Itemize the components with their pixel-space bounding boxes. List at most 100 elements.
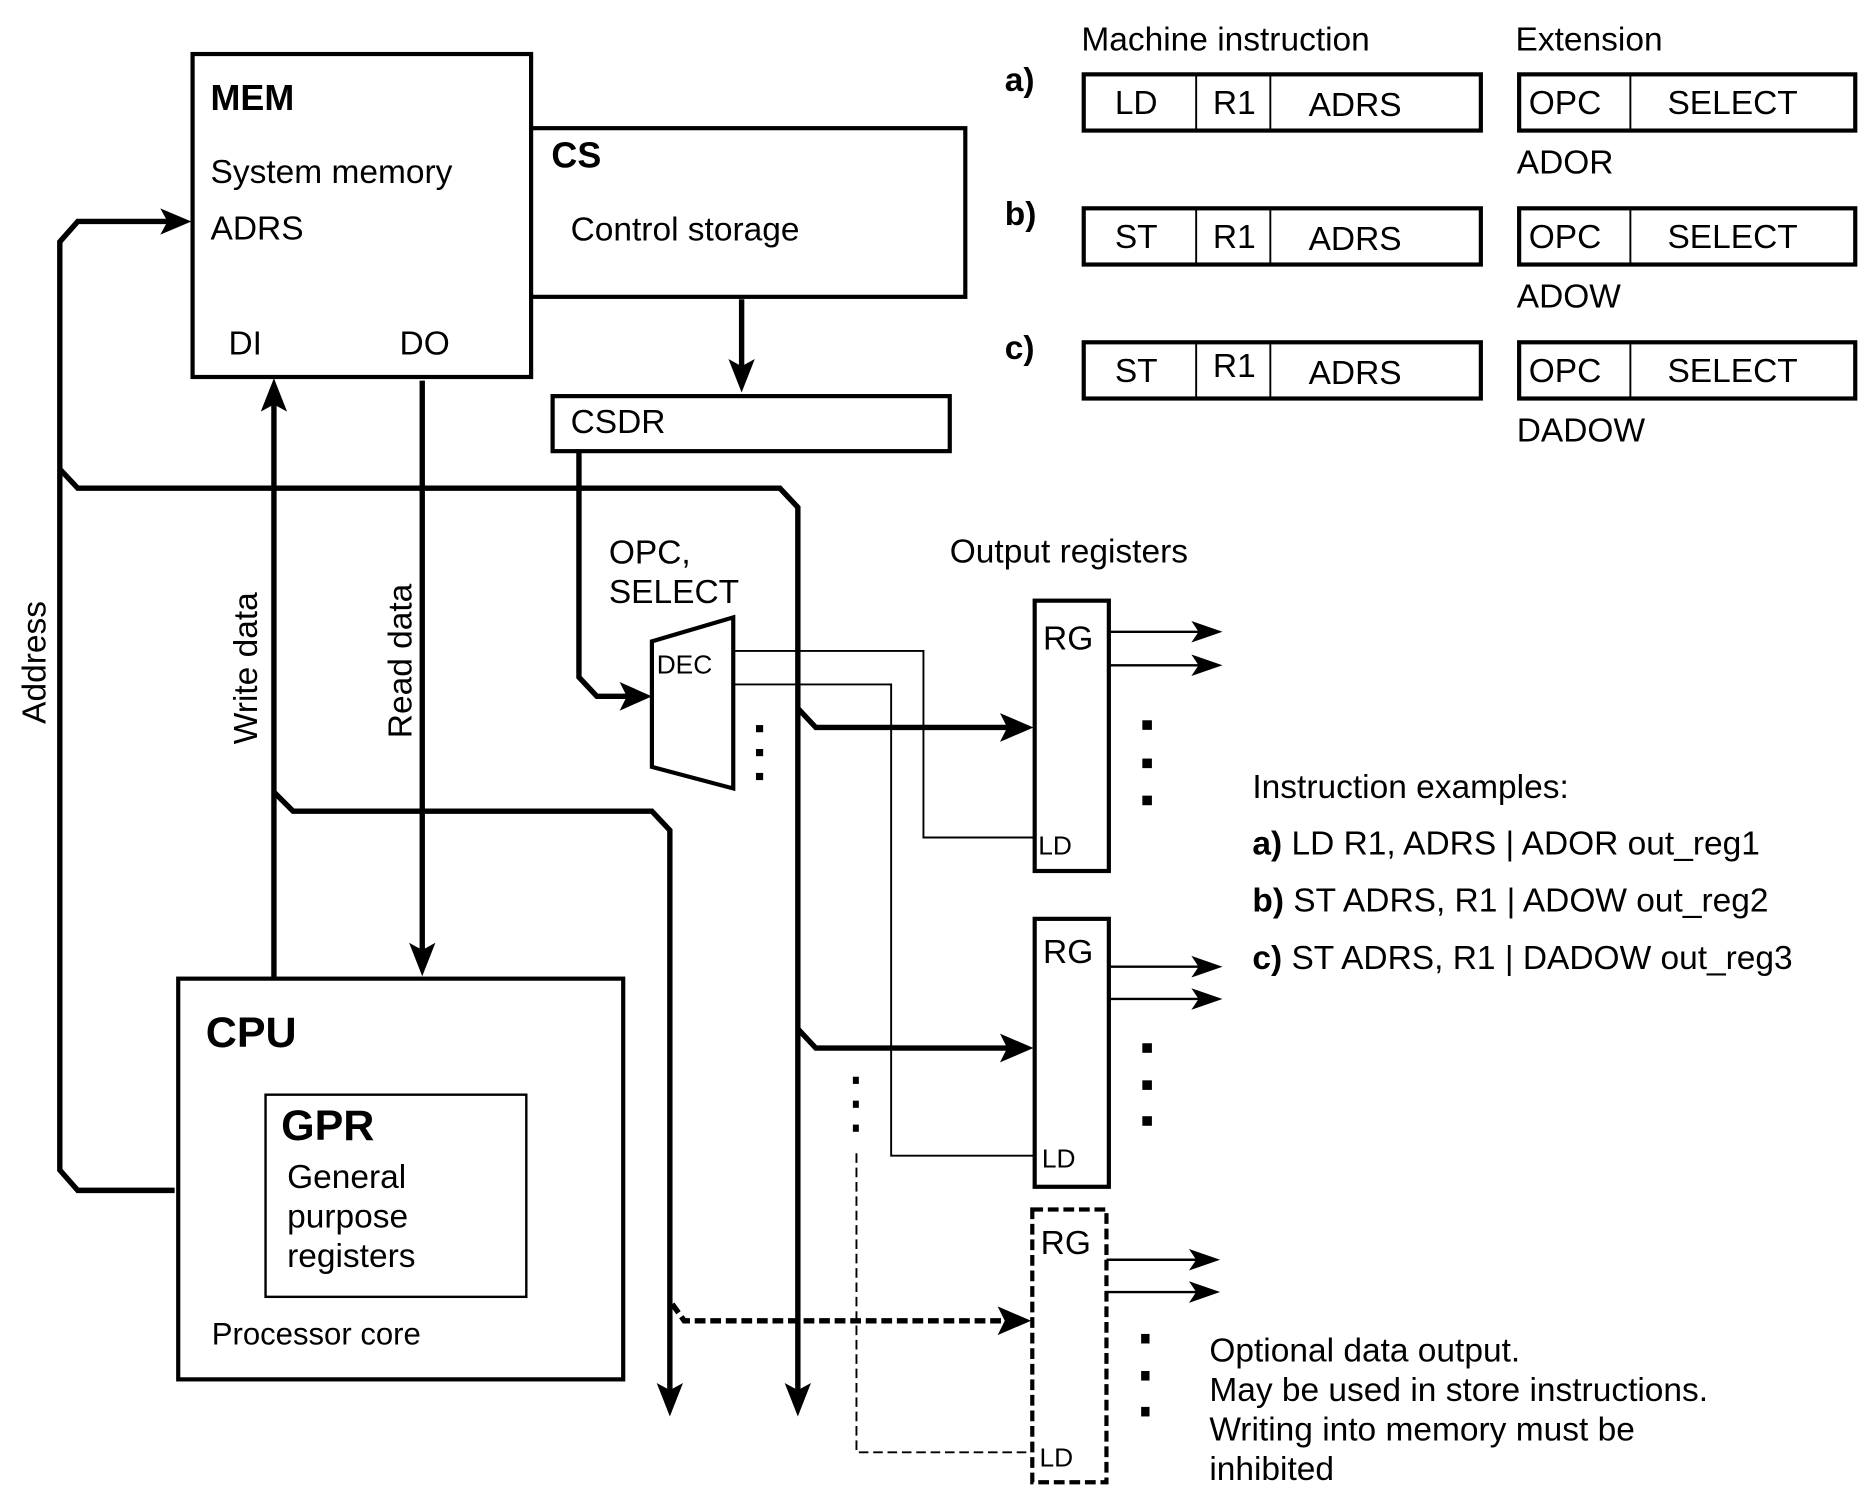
extension-name: ADOR — [1517, 145, 1614, 182]
output-ellipsis-dot — [1142, 1080, 1152, 1090]
output-register-3-optional: RG LD — [1030, 1207, 1221, 1485]
example-text: LD R1, ADRS | ADOR out_reg1 — [1282, 825, 1760, 862]
register-field: R1 — [1213, 348, 1256, 385]
register-block — [1030, 1207, 1109, 1485]
output-ellipsis-dot — [1141, 1370, 1150, 1381]
decoder-block — [649, 614, 736, 792]
address-bus-down-arrow-icon — [784, 1382, 812, 1417]
write-data-arrow-icon — [260, 378, 288, 412]
output-arrow-icon — [1191, 988, 1223, 1010]
cpu-title: CPU — [206, 1009, 297, 1057]
optional-data-path — [670, 1302, 1015, 1324]
examples-heading: Instruction examples: — [1252, 769, 1568, 806]
example-tag: a) — [1252, 825, 1282, 862]
address-label: Address — [16, 601, 53, 724]
instruction-example: c) ST ADRS, R1 | DADOW out_reg3 — [1252, 940, 1792, 977]
address-to-rg1 — [795, 706, 1015, 731]
address-bus — [57, 218, 178, 1194]
optional-note-line2: May be used in store instructions. — [1209, 1372, 1708, 1409]
gpr-desc-line1: General — [287, 1159, 406, 1196]
rg1-input-arrow-icon — [999, 713, 1034, 742]
address-field: ADRS — [1309, 355, 1402, 392]
register-label: RG — [1043, 934, 1093, 971]
select-line-1 — [733, 649, 1034, 839]
cs-subtitle: Control storage — [571, 212, 800, 249]
output-arrow-icon — [1188, 1248, 1221, 1271]
register-load-label: LD — [1039, 1443, 1073, 1473]
extension-select-field: SELECT — [1667, 219, 1797, 256]
extension-box — [1517, 72, 1858, 133]
machine-instruction-heading: Machine instruction — [1081, 21, 1369, 58]
output-registers-heading: Output registers — [950, 533, 1188, 570]
machine-instruction-box — [1081, 72, 1483, 133]
register-label: RG — [1041, 1225, 1091, 1262]
write-data-down-arrow-icon — [656, 1382, 684, 1417]
decoder-input-label-1: OPC, — [609, 535, 691, 572]
mem-subtitle: System memory — [211, 154, 453, 191]
decoder-ellipsis-dot — [755, 725, 764, 733]
instruction-example: b) ST ADRS, R1 | ADOW out_reg2 — [1252, 883, 1768, 920]
register-block — [1032, 916, 1111, 1189]
register-block — [1032, 598, 1111, 874]
format-row-tag: a) — [1005, 62, 1035, 99]
opcode-field: LD — [1115, 85, 1158, 122]
address-bus-branch — [57, 467, 801, 1398]
gpr-block — [264, 1093, 528, 1299]
decoder-input-label-2: SELECT — [609, 574, 739, 611]
select-line-3 — [855, 1153, 1032, 1454]
register-field: R1 — [1213, 85, 1256, 122]
format-row-tag: b) — [1005, 196, 1037, 233]
output-ellipsis-dot — [1142, 1116, 1152, 1126]
read-data-label: Read data — [382, 583, 419, 738]
example-text: ST ADRS, R1 | ADOW out_reg2 — [1284, 883, 1769, 920]
output-register-2: RG LD — [1032, 916, 1223, 1189]
register-load-label: LD — [1042, 1144, 1076, 1174]
instruction-example: a) LD R1, ADRS | ADOR out_reg1 — [1252, 825, 1759, 862]
cpu-footer: Processor core — [212, 1317, 421, 1352]
address-field: ADRS — [1309, 221, 1402, 258]
decoder-input-arrow-icon — [619, 682, 652, 711]
csdr-label: CSDR — [571, 404, 666, 441]
register-load-label: LD — [1038, 830, 1072, 860]
extension-heading: Extension — [1516, 21, 1663, 58]
mem-di-port: DI — [228, 325, 261, 362]
output-ellipsis-dot — [1142, 758, 1152, 769]
rg2-input-arrow-icon — [999, 1033, 1034, 1063]
extension-opc-field: OPC — [1529, 219, 1602, 256]
write-data-label: Write data — [228, 592, 265, 744]
machine-instruction-box — [1081, 206, 1483, 267]
address-to-rg2 — [795, 1027, 1015, 1051]
extension-select-field: SELECT — [1667, 85, 1797, 122]
extension-opc-field: OPC — [1529, 85, 1602, 122]
example-text: ST ADRS, R1 | DADOW out_reg3 — [1282, 940, 1793, 977]
select-ellipsis-dot — [852, 1100, 859, 1108]
extension-box — [1517, 206, 1858, 267]
select-ellipsis-dot — [852, 1124, 859, 1132]
extension-name: ADOW — [1517, 279, 1622, 316]
example-tag: c) — [1252, 940, 1282, 977]
opcode-field: ST — [1115, 219, 1158, 256]
output-ellipsis-dot — [1142, 720, 1152, 730]
rg3-input-arrow-icon — [997, 1306, 1032, 1336]
address-arrow-icon — [160, 208, 192, 235]
output-ellipsis-dot — [1142, 1043, 1152, 1053]
address-field: ADRS — [1309, 87, 1402, 124]
select-line-2 — [733, 683, 1034, 1157]
csdr-block — [550, 394, 952, 454]
cs-title: CS — [551, 136, 601, 176]
extension-opc-field: OPC — [1529, 353, 1602, 390]
decoder-label: DEC — [657, 650, 713, 680]
read-data-arrow-icon — [409, 942, 436, 977]
gpr-title: GPR — [281, 1102, 374, 1150]
optional-note-line4: inhibited — [1209, 1451, 1334, 1488]
mem-title: MEM — [211, 78, 295, 118]
opcode-field: ST — [1115, 353, 1158, 390]
optional-note-line3: Writing into memory must be — [1209, 1411, 1635, 1448]
decoder-ellipsis-dot — [755, 772, 764, 781]
example-tag: b) — [1252, 883, 1284, 920]
optional-note-line1: Optional data output. — [1209, 1332, 1520, 1369]
extension-box — [1517, 340, 1858, 401]
write-data-branch — [272, 790, 673, 1398]
mem-do-port: DO — [400, 325, 450, 362]
output-register-1: RG LD — [1032, 598, 1223, 874]
